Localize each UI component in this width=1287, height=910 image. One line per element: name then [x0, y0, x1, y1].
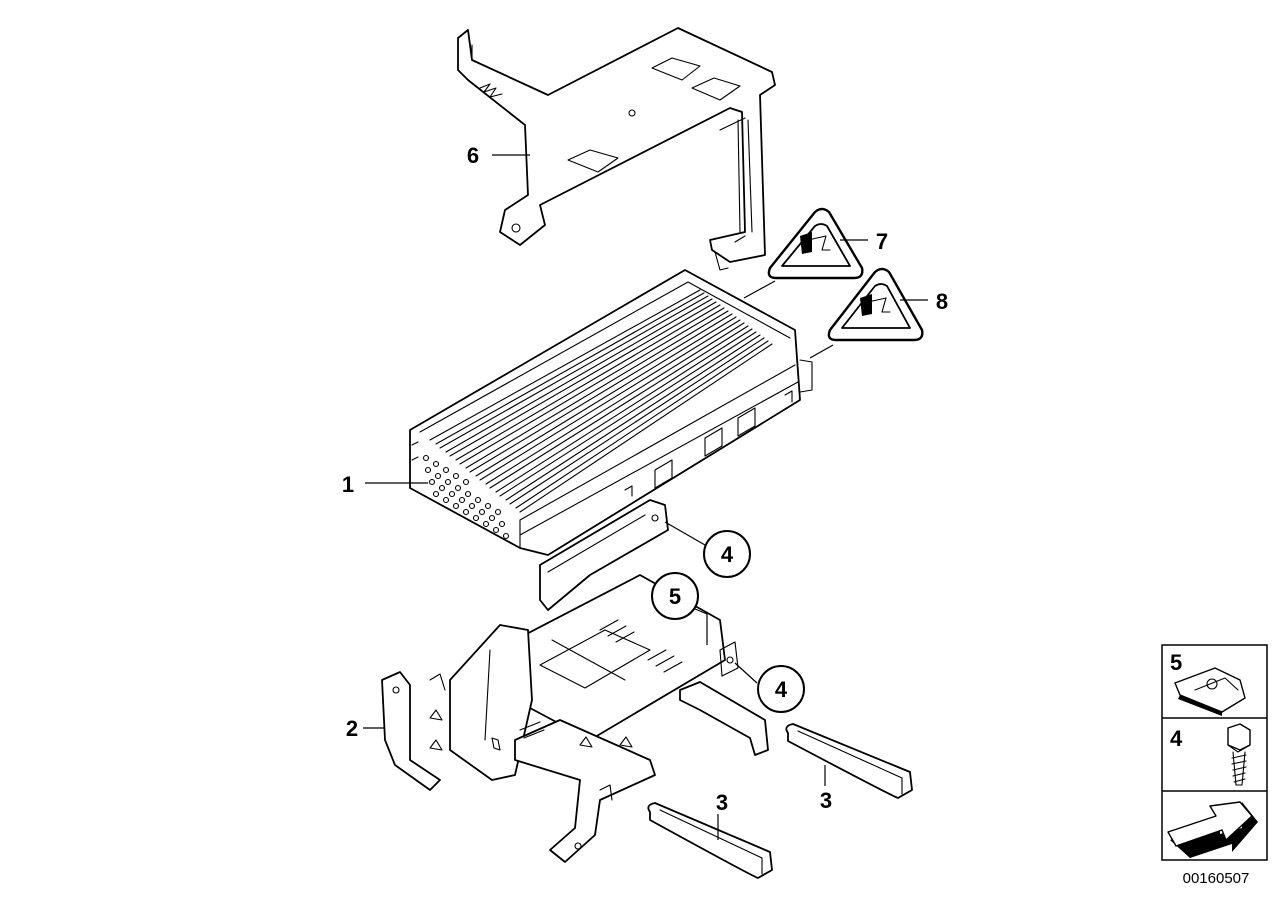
- document-id: 00160507: [1183, 870, 1250, 887]
- callout-3-left: 3: [716, 790, 728, 815]
- leader-lines: [363, 154, 928, 840]
- arrow-icon: [1167, 801, 1258, 858]
- svg-text:4: 4: [721, 542, 734, 567]
- callout-3-right: 3: [820, 788, 832, 813]
- callout-4-lower: 4: [757, 665, 805, 713]
- clip-left[interactable]: [647, 802, 773, 879]
- legend-item-screw[interactable]: 4: [1170, 723, 1251, 786]
- warning-label-8[interactable]: [827, 267, 924, 342]
- legend-item-nut[interactable]: 5: [1170, 650, 1246, 716]
- svg-text:5: 5: [1170, 650, 1182, 675]
- callout-6: 6: [467, 143, 479, 168]
- grille-holes: [422, 454, 510, 540]
- upper-bracket[interactable]: [457, 27, 776, 271]
- callout-2: 2: [346, 716, 358, 741]
- lower-bracket[interactable]: [381, 574, 769, 863]
- callout-4-upper: 4: [703, 530, 751, 578]
- svg-text:4: 4: [1170, 726, 1183, 751]
- warning-label-7[interactable]: [767, 207, 864, 280]
- clip-right[interactable]: [785, 723, 913, 799]
- callout-8: 8: [936, 289, 948, 314]
- mounting-strap[interactable]: [539, 499, 669, 611]
- legend-panel: 5 4: [1161, 644, 1268, 861]
- amplifier-unit[interactable]: [409, 269, 813, 556]
- callout-7: 7: [876, 229, 888, 254]
- svg-text:4: 4: [775, 677, 788, 702]
- callout-5: 5: [651, 572, 699, 620]
- callout-1: 1: [342, 472, 354, 497]
- svg-text:5: 5: [669, 584, 681, 609]
